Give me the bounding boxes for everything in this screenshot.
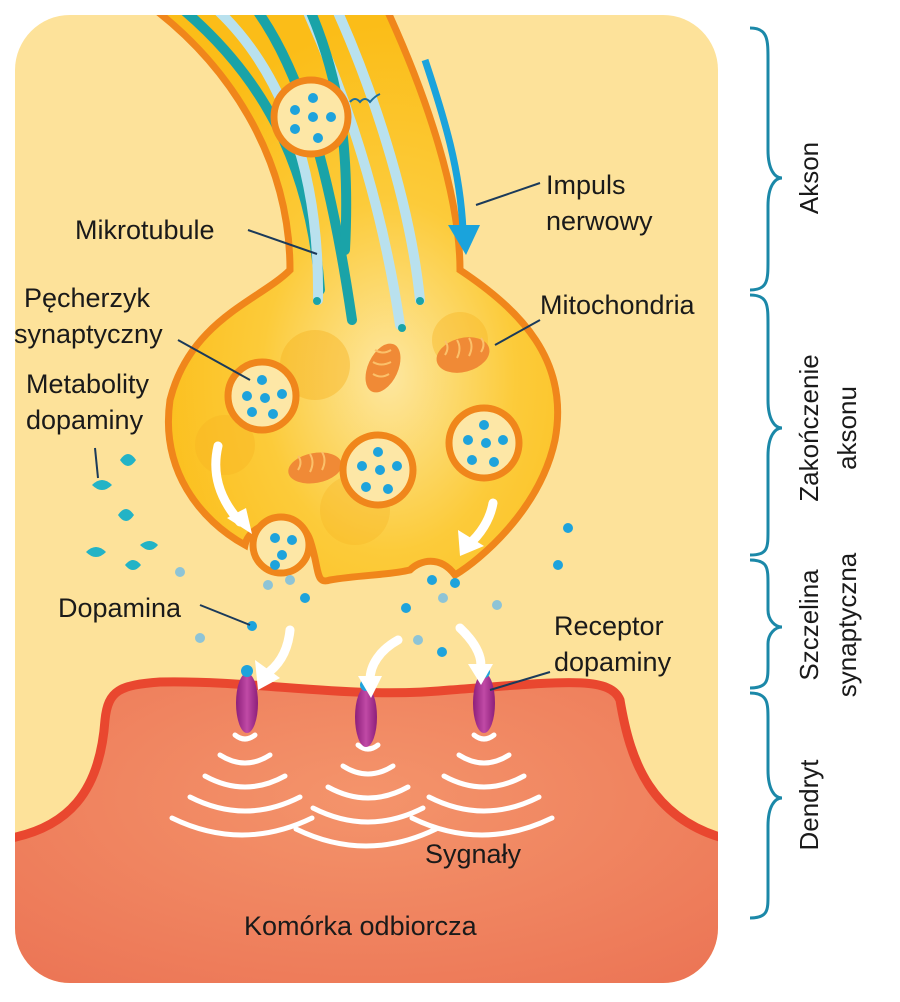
region-zakonczenie-line2: aksonu — [832, 386, 862, 470]
microtubule-end — [398, 324, 406, 332]
label-impuls-line1: Impuls — [546, 170, 626, 200]
label-impuls-line2: nerwowy — [546, 206, 653, 236]
label-receptor-line1: Receptor — [554, 611, 664, 641]
synaptic-vesicle — [224, 358, 300, 434]
dopamine-metabolites — [86, 454, 158, 570]
fusing-vesicle — [249, 513, 313, 577]
bracket-szczelina — [749, 558, 783, 690]
label-sygnaly: Sygnały — [425, 839, 522, 869]
region-zakonczenie-line1: Zakończenie — [794, 354, 824, 501]
leader-lines — [94, 182, 551, 691]
region-akson: Akson — [794, 142, 824, 214]
motor-protein — [349, 93, 381, 104]
microtubule-end — [313, 297, 321, 305]
label-receptor-line2: dopaminy — [554, 647, 672, 677]
mitochondrion — [436, 337, 490, 373]
microtubule-end — [416, 297, 424, 305]
region-dendryt: Dendryt — [794, 759, 824, 851]
binding-arrowhead — [358, 676, 382, 698]
impulse-arrowhead — [448, 225, 480, 255]
label-pecherzyk-line1: Pęcherzyk — [24, 283, 151, 313]
release-arrowhead — [458, 530, 484, 556]
synaptic-vesicle — [339, 431, 417, 509]
label-pecherzyk-line2: synaptyczny — [14, 319, 163, 349]
binding-arrowhead — [255, 660, 280, 690]
synaptic-vesicle — [445, 404, 523, 482]
binding-arrowhead — [468, 664, 493, 685]
bracket-akson — [749, 26, 783, 292]
label-mitochondria: Mitochondria — [540, 290, 696, 320]
dopamine-receptor — [236, 665, 258, 733]
traveling-vesicle — [270, 76, 352, 158]
cytoplasm-blob — [195, 415, 255, 475]
impulse-arrow — [421, 58, 467, 231]
label-metabolity-line1: Metabolity — [26, 369, 150, 399]
bracket-dendryt — [749, 691, 783, 920]
dopamine-molecules — [175, 523, 573, 657]
label-komorka-odbiorcza: Komórka odbiorcza — [244, 911, 478, 941]
mitochondrion — [365, 343, 401, 393]
region-szczelina-line1: Szczelina — [794, 569, 824, 681]
release-arrowhead — [227, 508, 252, 534]
signal-waves — [169, 732, 555, 849]
region-szczelina-line2: synaptyczna — [832, 552, 862, 697]
label-metabolity-line2: dopaminy — [26, 405, 144, 435]
bracket-zakonczenie — [749, 293, 783, 557]
mitochondrion — [288, 451, 342, 484]
label-mikrotubule: Mikrotubule — [75, 215, 215, 245]
label-dopamina: Dopamina — [58, 593, 182, 623]
cytoplasm-blob — [280, 330, 350, 400]
region-brackets — [749, 26, 783, 920]
